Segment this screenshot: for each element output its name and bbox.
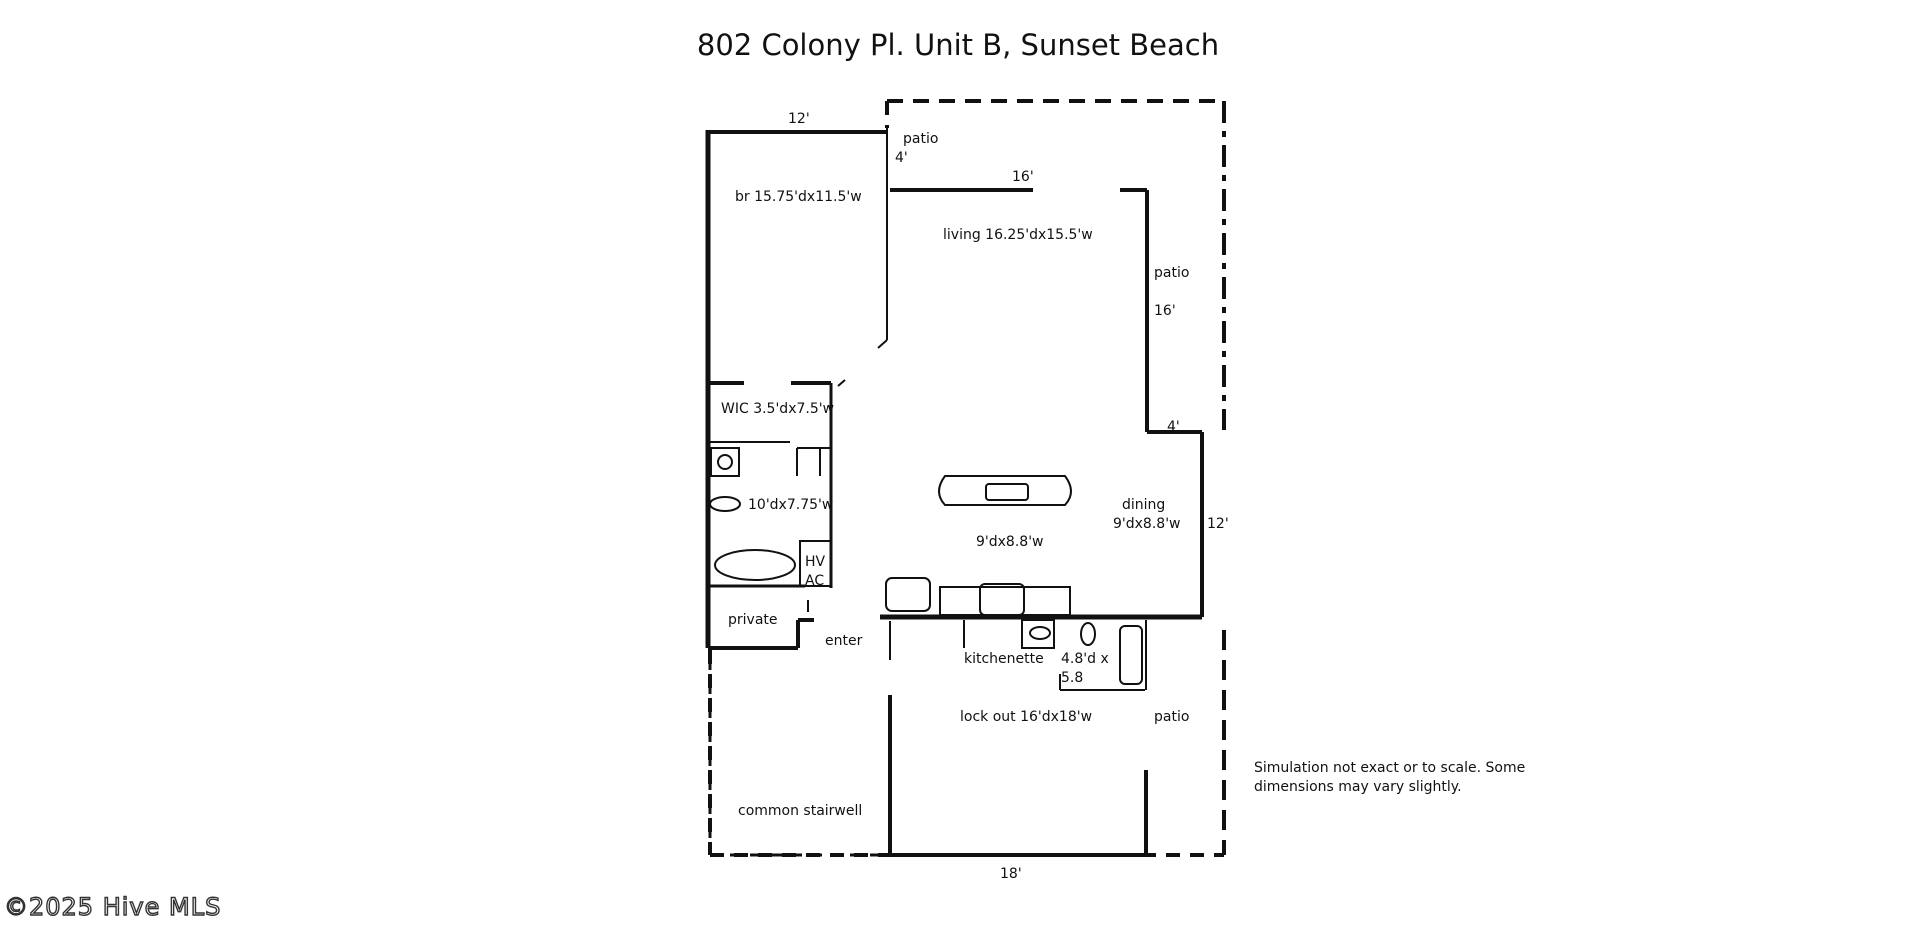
bath-walls [705,383,833,650]
living-walls [880,188,1204,620]
dim-patio-depth: 4' [895,150,908,166]
kitchen-fixtures [885,475,1072,616]
lockout-walls [888,619,1148,857]
room-kitchenette-label: kitchenette [964,651,1044,667]
common-stairwell-label: common stairwell [738,803,863,819]
room-private-label: private [728,612,778,628]
copyright-watermark: ©2025 Hive MLS [3,892,222,921]
hvac-label-2: AC [805,573,825,589]
room-bedroom-label: br 15.75'dx11.5'w [735,189,862,205]
hvac-label-1: HV [805,554,826,570]
dim-dining-side: 12' [1207,516,1229,532]
lockout-bath-label-2: 5.8 [1061,670,1084,686]
room-dining-dim: 9'dx8.8'w [1113,516,1181,532]
room-wic-label: WIC 3.5'dx7.5'w [721,401,835,417]
lockout-bath-label-1: 4.8'd x [1061,651,1109,667]
bath-fixtures [709,454,796,581]
disclaimer-note: Simulation not exact or to scale. Some d… [1254,760,1526,795]
dim-step: 4' [1167,419,1180,435]
page-title: 802 Colony Pl. Unit B, Sunset Beach [696,28,1220,62]
dim-patio-side: 16' [1154,303,1176,319]
room-kitchen-label: 9'dx8.8'w [976,534,1044,550]
dim-bottom: 18' [1000,866,1022,882]
entry-label: enter [825,633,863,649]
patio-right-label: patio [1154,265,1190,281]
room-bath-label: 10'dx7.75'w [748,497,834,513]
dim-top-bedroom: 12' [788,111,810,127]
patio-bottom-label: patio [1154,709,1190,725]
room-dining-label: dining [1122,497,1166,513]
room-living-label: living 16.25'dx15.5'w [943,227,1093,243]
patio-top-label: patio [903,131,939,147]
room-lockout-label: lock out 16'dx18'w [960,709,1093,725]
stairwell-dashed-boundary [708,656,890,857]
bedroom-walls [705,128,888,442]
dim-living-wall: 16' [1012,169,1034,185]
